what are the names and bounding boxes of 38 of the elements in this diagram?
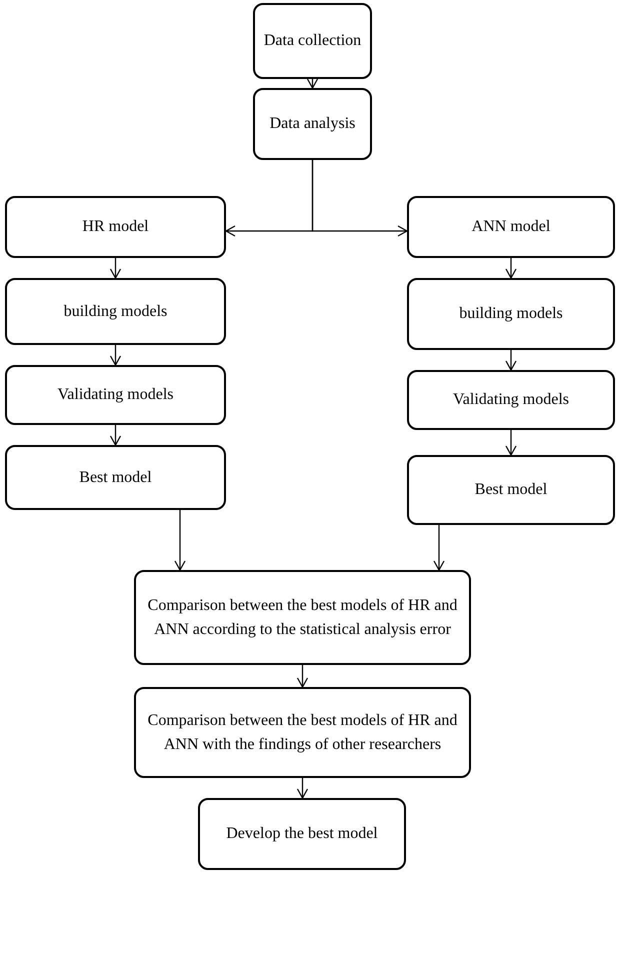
arrow: [505, 258, 517, 279]
box-label: Validating models: [453, 390, 569, 410]
box-label: Validating models: [58, 385, 174, 405]
arrow: [312, 160, 408, 237]
box-label: Data collection: [264, 31, 362, 51]
box-label: building models: [64, 302, 168, 322]
process-box: [5, 278, 226, 345]
process-box: [407, 196, 615, 258]
box-label: Develop the best model: [226, 824, 378, 844]
box-label: Best model: [79, 468, 152, 488]
arrow: [505, 350, 517, 371]
process-box: [5, 196, 226, 258]
box-label: ANN model: [472, 217, 550, 237]
arrow: [306, 78, 318, 89]
box-label: Data analysis: [270, 114, 356, 134]
arrow: [296, 665, 308, 688]
process-box: [5, 365, 226, 425]
process-box: [407, 278, 615, 350]
process-box: [407, 370, 615, 430]
box-label: Comparison between the best models of HR and ANN with the findings of other researchers: [146, 710, 458, 754]
arrow: [505, 430, 517, 456]
box-label: Comparison between the best models of HR and ANN according to the statistical analysis error: [146, 596, 458, 640]
arrow: [174, 510, 186, 571]
process-box: [5, 445, 226, 510]
arrow: [110, 345, 122, 366]
box-label: HR model: [82, 217, 149, 237]
process-box: [253, 3, 372, 79]
process-box: [134, 687, 471, 778]
box-label: Best model: [474, 480, 548, 500]
arrow: [110, 258, 122, 279]
process-box: [253, 88, 372, 160]
arrow: [110, 425, 122, 446]
process-box: [407, 455, 615, 525]
arrow: [296, 778, 308, 799]
arrow: [433, 525, 445, 571]
process-box: [198, 798, 406, 870]
process-box: [134, 570, 471, 665]
box-label: building models: [459, 304, 563, 324]
